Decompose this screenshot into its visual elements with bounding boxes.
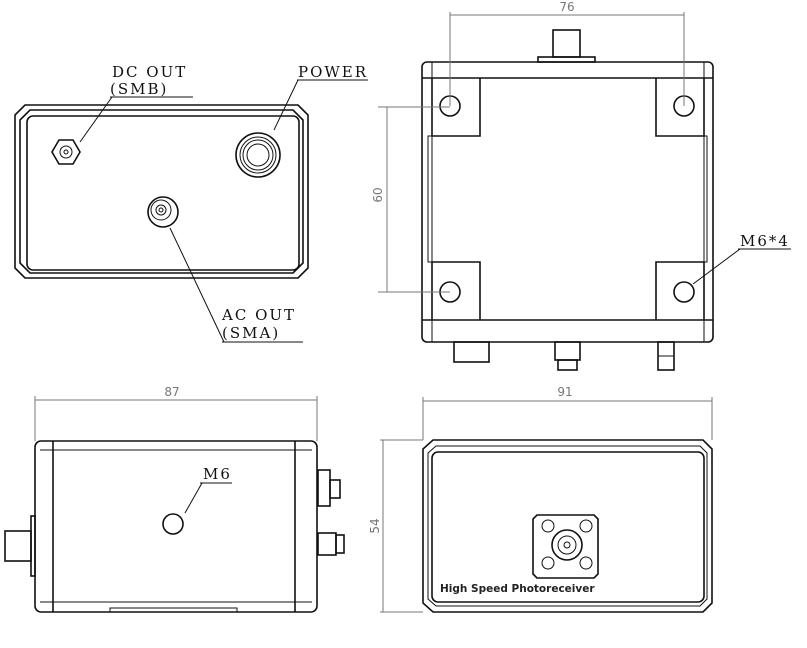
dc-out-label: DC OUT: [112, 63, 187, 81]
dim-60: 60: [371, 187, 385, 202]
dim-87: 87: [164, 385, 179, 399]
side-view: M6 87: [4, 385, 345, 613]
dim-91: 91: [557, 385, 572, 399]
product-name: High Speed Photoreceiver: [440, 583, 595, 595]
front-view: High Speed Photoreceiver 91 54: [368, 385, 713, 613]
bottom-view: 76 60 M6*4: [371, 0, 791, 371]
m6x4-label: M6*4: [740, 232, 790, 250]
m6-label: M6: [203, 465, 232, 483]
sma-connector: [532, 514, 599, 579]
ac-out-connector: [147, 196, 179, 228]
mount-hole: [673, 281, 695, 303]
dim-76: 76: [559, 0, 574, 14]
m6-hole: [162, 513, 184, 535]
ac-out-label: AC OUT: [221, 306, 296, 324]
power-label: POWER: [298, 63, 368, 81]
rear-view: DC OUT (SMB) POWER AC OUT (SMA): [14, 63, 368, 343]
dim-54: 54: [368, 518, 382, 533]
dc-out-type-label: (SMB): [110, 80, 168, 98]
power-connector: [235, 132, 281, 178]
dc-out-connector: [51, 139, 81, 165]
ac-out-type-label: (SMA): [222, 324, 280, 342]
